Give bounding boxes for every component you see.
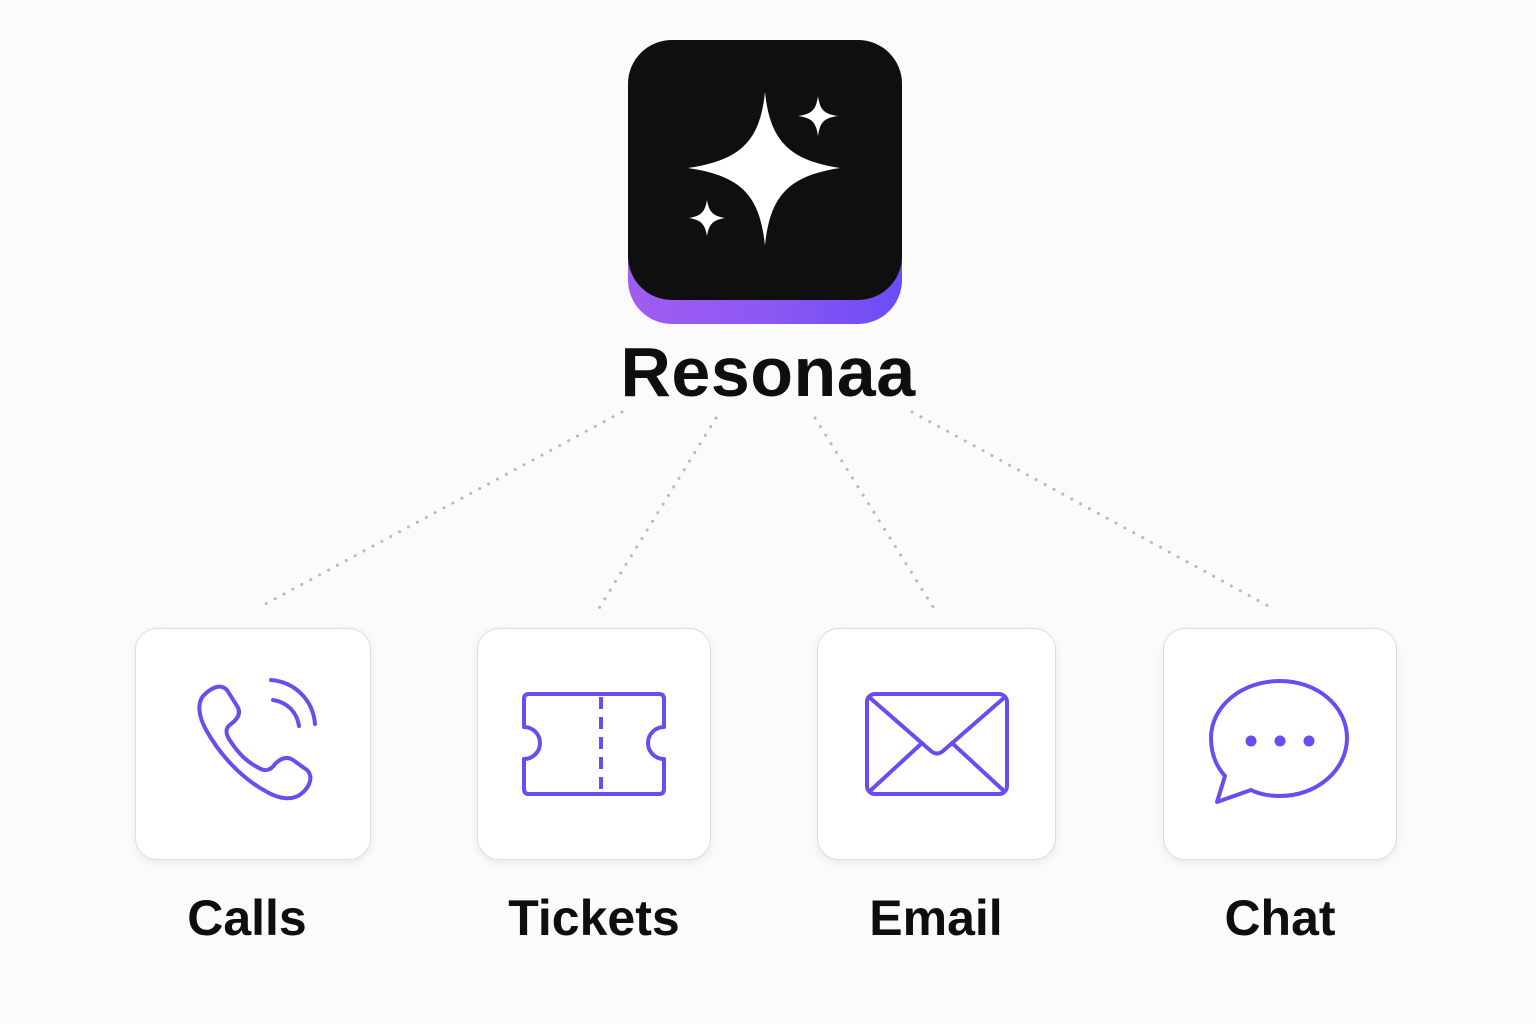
connector-email xyxy=(813,416,937,612)
app-name: Resonaa xyxy=(620,333,916,411)
app-icon[interactable] xyxy=(628,40,902,324)
channel-card-email[interactable] xyxy=(817,628,1056,860)
envelope-icon xyxy=(864,692,1009,796)
connector-chat xyxy=(910,410,1274,610)
app-icon-face xyxy=(628,40,902,300)
channel-card-chat[interactable] xyxy=(1163,628,1397,860)
ticket-icon xyxy=(522,692,666,796)
channel-label-calls: Calls xyxy=(187,890,307,946)
channel-card-calls[interactable] xyxy=(135,628,371,860)
channel-card-tickets[interactable] xyxy=(477,628,711,860)
channel-label-chat: Chat xyxy=(1224,890,1336,946)
connector-calls xyxy=(256,410,624,610)
channel-label-email: Email xyxy=(869,890,1003,946)
connector-tickets xyxy=(596,416,718,612)
chat-bubble-icon xyxy=(1209,679,1349,804)
channel-label-tickets: Tickets xyxy=(508,890,680,946)
phone-icon xyxy=(197,678,317,801)
sparkles-icon xyxy=(688,92,840,246)
